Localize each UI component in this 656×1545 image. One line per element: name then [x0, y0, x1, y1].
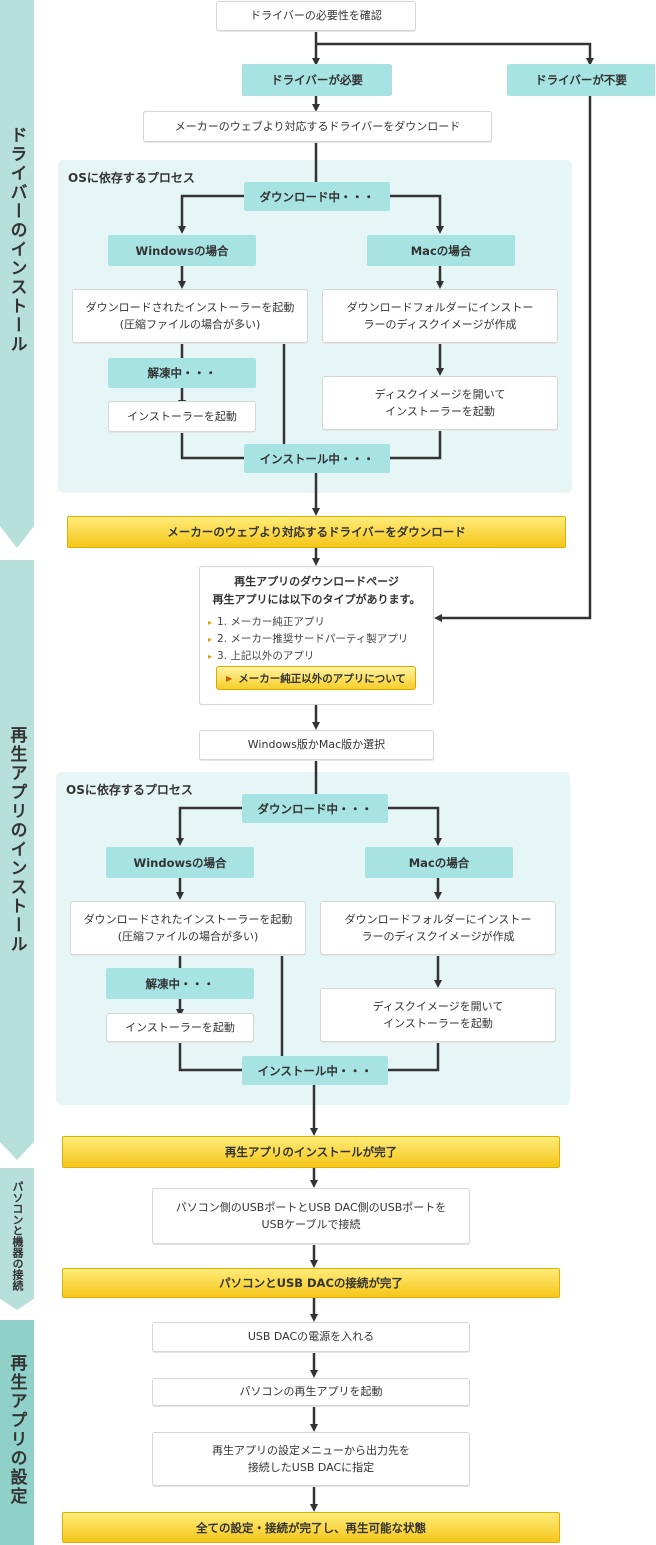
settings-done-box: 全ての設定・接続が完了し、再生可能な状態: [62, 1512, 560, 1543]
section-label-driver: ドライバーのインストール: [6, 126, 27, 354]
arrow-right-icon: ▶: [226, 673, 233, 683]
driver-windows-box: Windowsの場合: [108, 235, 256, 266]
connect-done-box: パソコンとUSB DACの接続が完了: [62, 1268, 560, 1298]
driver-win-step1-box: ダウンロードされたインストーラーを起動 (圧縮ファイルの場合が多い): [72, 289, 308, 343]
settings-launch-app-box: パソコンの再生アプリを起動: [152, 1378, 470, 1406]
section-label-connect: パソコンと機器の接続: [11, 1181, 24, 1291]
connect-step-box: パソコン側のUSBポートとUSB DAC側のUSBポートを USBケーブルで接続: [152, 1188, 470, 1244]
os-panel-title-driver: OSに依存するプロセス: [68, 171, 195, 185]
section-bar-connect: [0, 1168, 34, 1310]
driver-not-needed-box: ドライバーが不要: [507, 64, 655, 96]
settings-power-box: USB DACの電源を入れる: [152, 1322, 470, 1352]
driver-launch-box: インストーラーを起動: [108, 401, 256, 432]
player-done-box: 再生アプリのインストールが完了: [62, 1136, 560, 1168]
third-party-apps-label: メーカー純正以外のアプリについて: [238, 672, 406, 685]
driver-downloading-box: ダウンロード中・・・: [244, 182, 390, 211]
driver-needed-box: ドライバーが必要: [242, 64, 392, 96]
player-win-step1-box: ダウンロードされたインストーラーを起動 (圧縮ファイルの場合が多い): [70, 901, 306, 955]
driver-download-box: メーカーのウェブより対応するドライバーをダウンロード: [143, 111, 492, 142]
player-downloading-box: ダウンロード中・・・: [242, 794, 388, 823]
section-bar-player: [0, 560, 34, 1160]
driver-mac-step2-box: ディスクイメージを開いて インストーラーを起動: [322, 376, 558, 430]
section-bar-driver: [0, 0, 34, 548]
section-bar-settings: [0, 1320, 34, 1545]
player-apps-heading: 再生アプリのダウンロードページ 再生アプリには以下のタイプがあります。: [212, 575, 421, 606]
player-app-type-1: 1. メーカー純正アプリ: [208, 614, 433, 631]
player-mac-box: Macの場合: [365, 847, 513, 878]
player-apps-list: 1. メーカー純正アプリ 2. メーカー推奨サードパーティ製アプリ 3. 上記以…: [208, 614, 433, 665]
player-unzipping-box: 解凍中・・・: [106, 968, 254, 999]
section-label-player: 再生アプリのインストール: [6, 726, 27, 954]
player-launch-box: インストーラーを起動: [106, 1013, 254, 1042]
section-label-settings: 再生アプリの設定: [6, 1354, 27, 1506]
third-party-apps-button[interactable]: ▶ メーカー純正以外のアプリについて: [216, 666, 416, 690]
player-app-type-3: 3. 上記以外のアプリ: [208, 648, 433, 665]
player-mac-step1-box: ダウンロードフォルダーにインストー ラーのディスクイメージが作成: [320, 901, 556, 955]
driver-installing-box: インストール中・・・: [244, 444, 390, 473]
player-installing-box: インストール中・・・: [242, 1056, 388, 1085]
settings-output-box: 再生アプリの設定メニューから出力先を 接続したUSB DACに指定: [152, 1432, 470, 1486]
driver-check-box: ドライバーの必要性を確認: [216, 1, 416, 31]
player-mac-step2-box: ディスクイメージを開いて インストーラーを起動: [320, 988, 556, 1042]
driver-mac-box: Macの場合: [367, 235, 515, 266]
os-panel-title-player: OSに依存するプロセス: [66, 783, 193, 797]
player-app-type-2: 2. メーカー推奨サードパーティ製アプリ: [208, 631, 433, 648]
driver-unzipping-box: 解凍中・・・: [108, 358, 256, 388]
player-choose-box: Windows版かMac版か選択: [199, 730, 434, 760]
driver-mac-step1-box: ダウンロードフォルダーにインストー ラーのディスクイメージが作成: [322, 289, 558, 343]
driver-done-box: メーカーのウェブより対応するドライバーをダウンロード: [67, 516, 566, 548]
player-windows-box: Windowsの場合: [106, 847, 254, 878]
